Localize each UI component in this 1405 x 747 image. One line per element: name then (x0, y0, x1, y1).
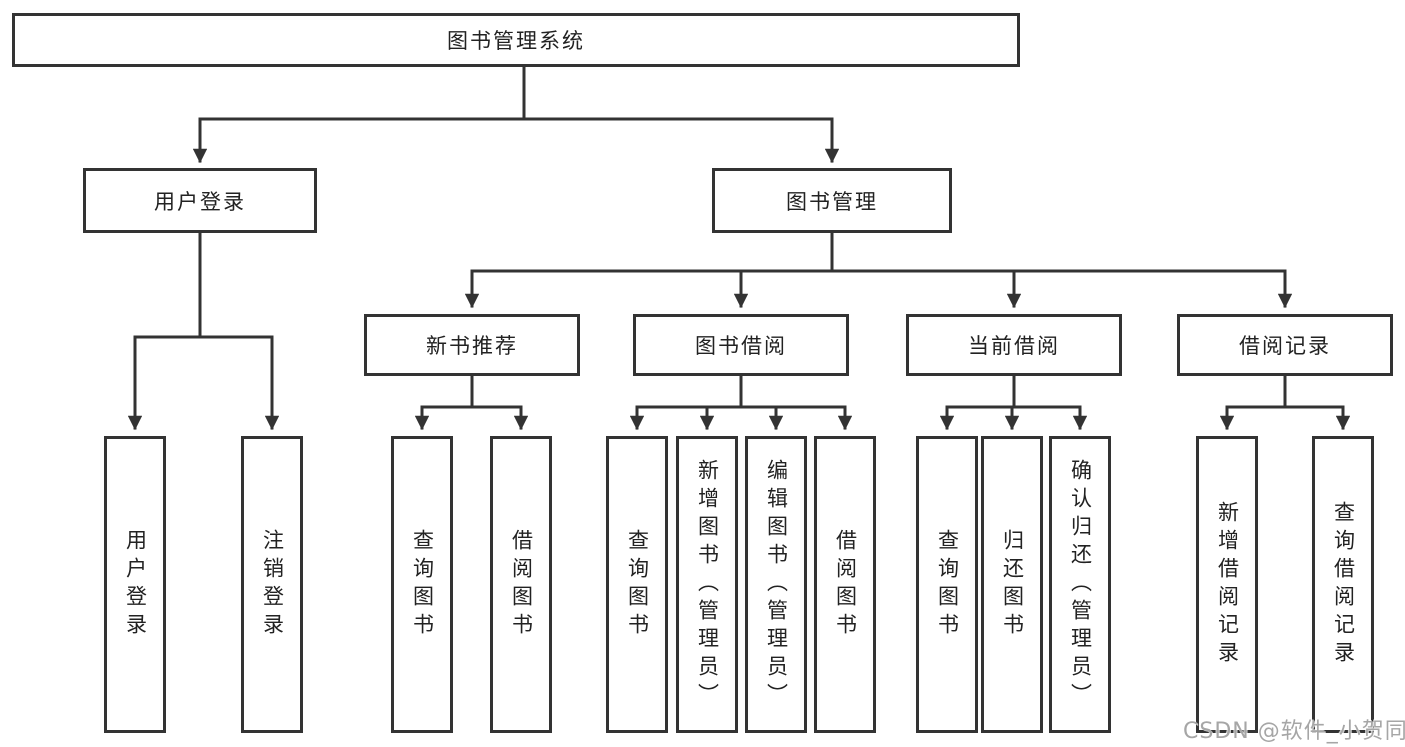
node-label: 新书推荐 (426, 334, 518, 358)
node-label: 归还图书 (1000, 528, 1025, 641)
leaf-query-books-borrowing: 查询图书 (606, 436, 668, 733)
node-label: 查询借阅记录 (1331, 500, 1356, 669)
leaf-borrow-books: 借阅图书 (814, 436, 876, 733)
node-label: 查询图书 (410, 528, 435, 641)
leaf-borrow-books-recommend: 借阅图书 (490, 436, 552, 733)
node-label: 用户登录 (123, 528, 148, 641)
leaf-query-borrow-record: 查询借阅记录 (1312, 436, 1374, 733)
node-label: 编辑图书（管理员） (764, 458, 789, 711)
node-label: 新增图书（管理员） (695, 458, 720, 711)
node-book-management: 图书管理 (712, 168, 952, 233)
node-library-system: 图书管理系统 (12, 13, 1020, 67)
node-label: 查询图书 (935, 528, 960, 641)
csdn-watermark: CSDN @软件_小贺同学 (1183, 719, 1405, 744)
node-label: 注销登录 (260, 528, 285, 641)
node-label: 图书管理系统 (447, 29, 585, 53)
leaf-logout: 注销登录 (241, 436, 303, 733)
node-borrowing-records: 借阅记录 (1177, 314, 1393, 376)
node-label: 借阅图书 (833, 528, 858, 641)
leaf-query-books-recommend: 查询图书 (391, 436, 453, 733)
node-new-book-recommend: 新书推荐 (364, 314, 580, 376)
node-label: 当前借阅 (968, 334, 1060, 358)
leaf-user-login: 用户登录 (104, 436, 166, 733)
leaf-add-borrow-record: 新增借阅记录 (1196, 436, 1258, 733)
node-label: 借阅记录 (1239, 334, 1331, 358)
node-label: 查询图书 (625, 528, 650, 641)
leaf-confirm-return-admin: 确认归还（管理员） (1049, 436, 1111, 733)
leaf-return-books: 归还图书 (981, 436, 1043, 733)
node-label: 确认归还（管理员） (1068, 458, 1093, 711)
node-label: 新增借阅记录 (1215, 500, 1240, 669)
leaf-query-books-current: 查询图书 (916, 436, 978, 733)
node-label: 图书管理 (786, 189, 878, 214)
node-label: 借阅图书 (509, 528, 534, 641)
leaf-add-books-admin: 新增图书（管理员） (676, 436, 738, 733)
node-book-borrowing: 图书借阅 (633, 314, 849, 376)
leaf-edit-books-admin: 编辑图书（管理员） (745, 436, 807, 733)
node-label: 用户登录 (154, 189, 246, 214)
node-current-borrowing: 当前借阅 (906, 314, 1122, 376)
node-user-login: 用户登录 (83, 168, 317, 233)
node-label: 图书借阅 (695, 334, 787, 358)
